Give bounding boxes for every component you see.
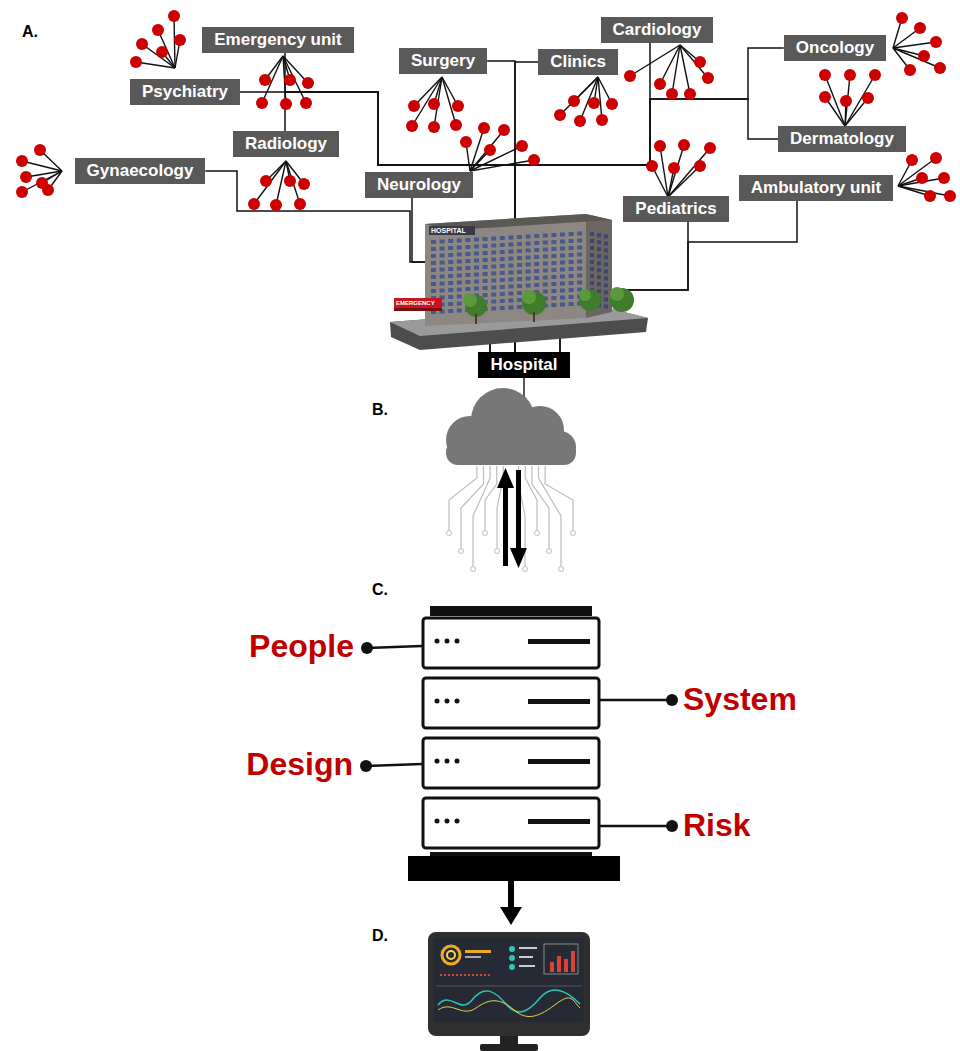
department-box: Radiology xyxy=(233,131,339,157)
department-box: Emergency unit xyxy=(202,27,354,53)
red-dot-clusters xyxy=(16,10,956,211)
dashboard-monitor xyxy=(428,932,590,1051)
department-box: Surgery xyxy=(399,48,487,74)
building-sign: HOSPITAL xyxy=(431,227,466,235)
department-box: Clinics xyxy=(538,49,618,75)
cloud xyxy=(446,388,576,465)
panel-letter: D. xyxy=(372,927,388,945)
aspect-label: System xyxy=(683,682,797,717)
connector-line xyxy=(487,61,515,352)
department-box: Cardiology xyxy=(601,17,714,43)
sync-arrows xyxy=(497,468,527,568)
department-box: Oncology xyxy=(784,35,886,61)
box-label: Surgery xyxy=(411,51,475,71)
box-label: Clinics xyxy=(550,52,606,72)
aspect-label: People xyxy=(249,629,354,664)
box-label: Neurology xyxy=(377,175,461,195)
connector-line xyxy=(285,53,515,352)
circuit-lines xyxy=(447,466,576,572)
box-label: Pediatrics xyxy=(635,199,716,219)
box-label: Oncology xyxy=(796,38,874,58)
aspect-label: Risk xyxy=(683,808,751,843)
panel-letter: B. xyxy=(372,401,388,419)
box-label: Radiology xyxy=(245,134,327,154)
panel-letter: C. xyxy=(372,581,388,599)
box-label: Dermatology xyxy=(790,129,894,149)
server-stack xyxy=(408,606,620,925)
box-label: Cardiology xyxy=(613,20,702,40)
box-label: Ambulatory unit xyxy=(751,178,881,198)
department-box: Ambulatory unit xyxy=(739,175,893,201)
panel-letter: A. xyxy=(22,23,38,41)
department-box: Neurology xyxy=(365,172,473,198)
box-label: Emergency unit xyxy=(214,30,342,50)
hospital-label-box: Hospital xyxy=(478,352,569,378)
box-label: Gynaecology xyxy=(87,161,194,181)
box-label: Hospital xyxy=(490,355,557,375)
emergency-sign: EMERGENCY xyxy=(396,300,435,307)
aspect-label: Design xyxy=(246,747,353,782)
department-box: Gynaecology xyxy=(75,158,206,184)
department-box: Dermatology xyxy=(778,126,906,152)
department-box: Psychiatry xyxy=(130,79,240,105)
label-leaders xyxy=(366,646,672,826)
hospital-building xyxy=(390,214,648,350)
box-label: Psychiatry xyxy=(142,82,228,102)
department-box: Pediatrics xyxy=(623,196,728,222)
